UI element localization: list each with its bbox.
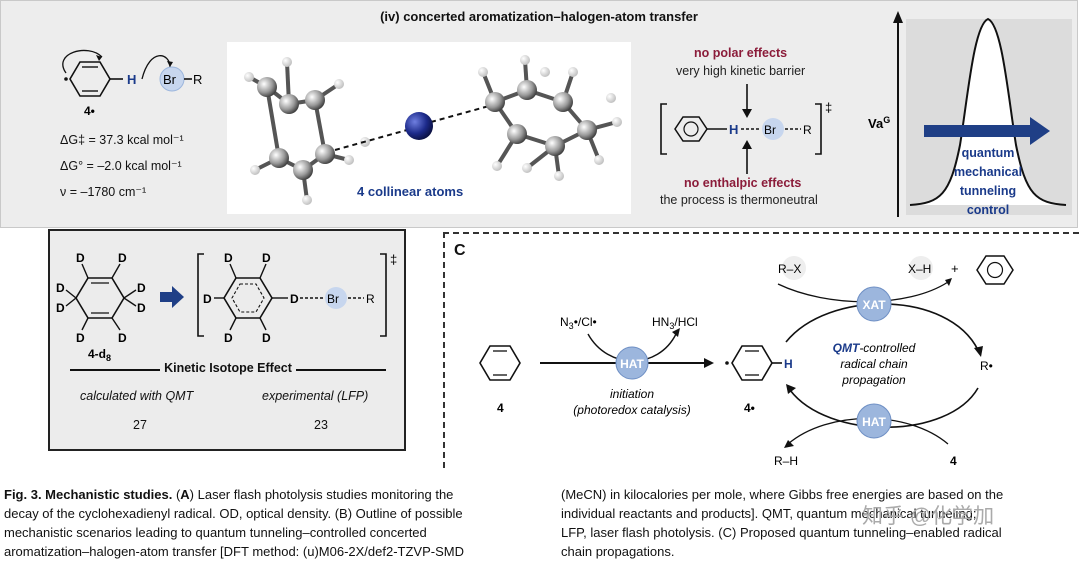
ts-d-2: D — [262, 251, 271, 265]
no-enthalpic-effects: no enthalpic effects — [684, 176, 802, 190]
delta-g-activation: ΔG‡ = 37.3 kcal mol⁻¹ — [60, 133, 184, 147]
hn3-hcl: HN3/HCl — [652, 315, 698, 331]
propagation-label: propagation — [841, 373, 906, 387]
d-6: D — [56, 301, 65, 315]
tunneling-barrier-diagram: VaG quantum mechanical tunneling control — [868, 11, 1072, 217]
kie-rule-right — [296, 369, 386, 371]
caption-left-line-1: Fig. 3. Mechanistic studies. (A) Laser f… — [4, 487, 454, 502]
ts-d-4: D — [224, 331, 233, 345]
kie-mol-label: 4-d8 — [88, 347, 111, 363]
d-2: D — [118, 251, 127, 265]
ball-stick-model — [244, 55, 622, 205]
transition-state-top: H Br R ‡ — [660, 84, 832, 174]
caption-left-line-2: decay of the cyclohexadienyl radical. OD… — [4, 506, 463, 521]
tunnel-line-4: control — [967, 203, 1009, 217]
c-compound-4: 4 — [497, 401, 504, 415]
scheme-br: Br — [163, 72, 177, 87]
kie-ts-br: Br — [327, 292, 339, 306]
panel-c-letter: C — [454, 242, 466, 259]
r-h: R–H — [774, 454, 798, 468]
x-h: X–H — [908, 262, 931, 276]
qmt-controlled: QMT-controlled — [833, 341, 916, 355]
ts-r: R — [803, 123, 812, 137]
caption-right-line-2: individual reactants and products]. QMT,… — [561, 506, 977, 521]
caption-right-line-1: (MeCN) in kilocalories per mole, where G… — [561, 487, 1004, 502]
d-3: D — [137, 281, 146, 295]
caption-left-line-3: mechanistic scenarios leading to quantum… — [4, 525, 427, 540]
va-label: VaG — [868, 115, 890, 131]
panel-c-divider-vertical — [443, 232, 445, 468]
collinear-atoms-label: 4 collinear atoms — [357, 184, 464, 199]
imaginary-frequency: ν = –1780 cm⁻¹ — [60, 185, 147, 199]
kie-exp-value: 23 — [314, 418, 328, 432]
n3-cl: N3•/Cl• — [560, 315, 597, 331]
tunnel-line-1: quantum — [962, 146, 1015, 160]
plus-sign: + — [951, 261, 959, 276]
kie-dagger: ‡ — [390, 252, 397, 267]
tunnel-line-3: tunneling — [960, 184, 1016, 198]
ts-d-5: D — [262, 331, 271, 345]
delta-g-standard: ΔG° = –2.0 kcal mol⁻¹ — [60, 159, 182, 173]
d-5: D — [56, 281, 65, 295]
c-radical-h: H — [784, 357, 793, 371]
radical-chain-scheme: 4 HAT N3•/Cl• HN3/HCl initiation (photor… — [479, 255, 1014, 468]
ts-br: Br — [764, 123, 776, 137]
c-compound-4-bottom: 4 — [950, 454, 957, 468]
tunnel-line-2: mechanical — [954, 165, 1022, 179]
r-x: R–X — [778, 262, 801, 276]
kie-calc-value: 27 — [133, 418, 147, 432]
kinetic-barrier-text: very high kinetic barrier — [676, 64, 806, 78]
radical-br-scheme: H Br R 4• — [62, 49, 202, 118]
kie-scheme: D D D D D D D D 4-d8 D D D D D D Br R ‡ — [56, 251, 397, 363]
no-polar-effects: no polar effects — [694, 46, 788, 60]
kie-exp-label: experimental (LFP) — [262, 389, 369, 403]
initiation-hat: HAT — [620, 357, 644, 371]
kie-calc-label: calculated with QMT — [80, 389, 194, 403]
watermark: 知乎 @化学加 — [862, 505, 995, 528]
caption-left-line-4: aromatization–halogen-atom transfer [DFT… — [4, 544, 464, 559]
c-compound-4-radical: 4• — [744, 401, 755, 415]
kie-rule-left — [70, 369, 160, 371]
caption-right-line-4: chain propagations. — [561, 544, 675, 559]
ts-d-3: D — [203, 292, 212, 306]
ts-h: H — [729, 122, 738, 137]
xat-circle-label: XAT — [862, 298, 886, 312]
photoredox-label: (photoredox catalysis) — [573, 403, 690, 417]
kie-ts-r: R — [366, 292, 375, 306]
scheme-mol-label: 4• — [84, 104, 95, 118]
ts-d-1: D — [224, 251, 233, 265]
d-7: D — [76, 331, 85, 345]
thermoneutral-text: the process is thermoneutral — [660, 193, 818, 207]
caption-left: Fig. 3. Mechanistic studies. (A) Laser f… — [4, 485, 544, 561]
ts-dagger: ‡ — [825, 100, 832, 115]
panel-top-title: (iv) concerted aromatization–halogen-ato… — [380, 9, 698, 24]
scheme-h: H — [127, 72, 136, 87]
ts-d-6: D — [290, 292, 299, 306]
scheme-r: R — [193, 72, 202, 87]
caption-right: (MeCN) in kilocalories per mole, where G… — [561, 485, 1076, 561]
radical-chain-label: radical chain — [840, 357, 908, 371]
caption-right-line-3: LFP, laser flash photolysis. (C) Propose… — [561, 525, 1002, 540]
kie-title: Kinetic Isotope Effect — [164, 361, 292, 375]
initiation-label: initiation — [610, 387, 654, 401]
panel-c-divider-horizontal — [443, 232, 1079, 234]
molecular-model-image — [227, 42, 631, 214]
r-radical: R• — [980, 359, 993, 373]
d-1: D — [76, 251, 85, 265]
propagation-hat: HAT — [862, 415, 886, 429]
kie-panel — [48, 229, 406, 451]
d-4: D — [137, 301, 146, 315]
d-8: D — [118, 331, 127, 345]
